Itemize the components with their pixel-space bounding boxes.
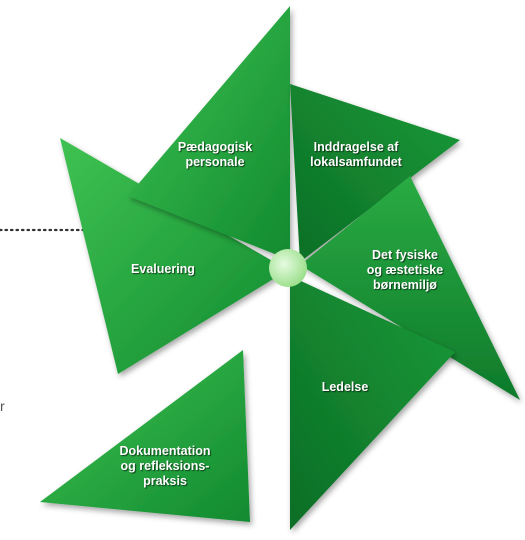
label-inddragelse: Inddragelse af lokalsamfundet [310,140,402,169]
label-evaluering: Evaluering [131,262,195,276]
blade-dokumentation [40,350,250,522]
blade-ledelse [290,276,455,530]
hub-circle [269,249,307,287]
label-paedagogisk: Pædagogisk personale [177,140,253,169]
blade-fysiske [300,176,520,400]
label-ledelse: Ledelse [321,380,369,394]
label-fysiske: Det fysiske og æstetiske børnemiljø [366,248,444,292]
label-dokumentation: Dokumentation og refleksions- praksis [119,444,211,488]
edge-fragment: r [0,398,5,414]
blade-paedagogisk [128,6,290,260]
blade-inddragelse [290,84,460,262]
blade-evaluering [60,138,288,374]
